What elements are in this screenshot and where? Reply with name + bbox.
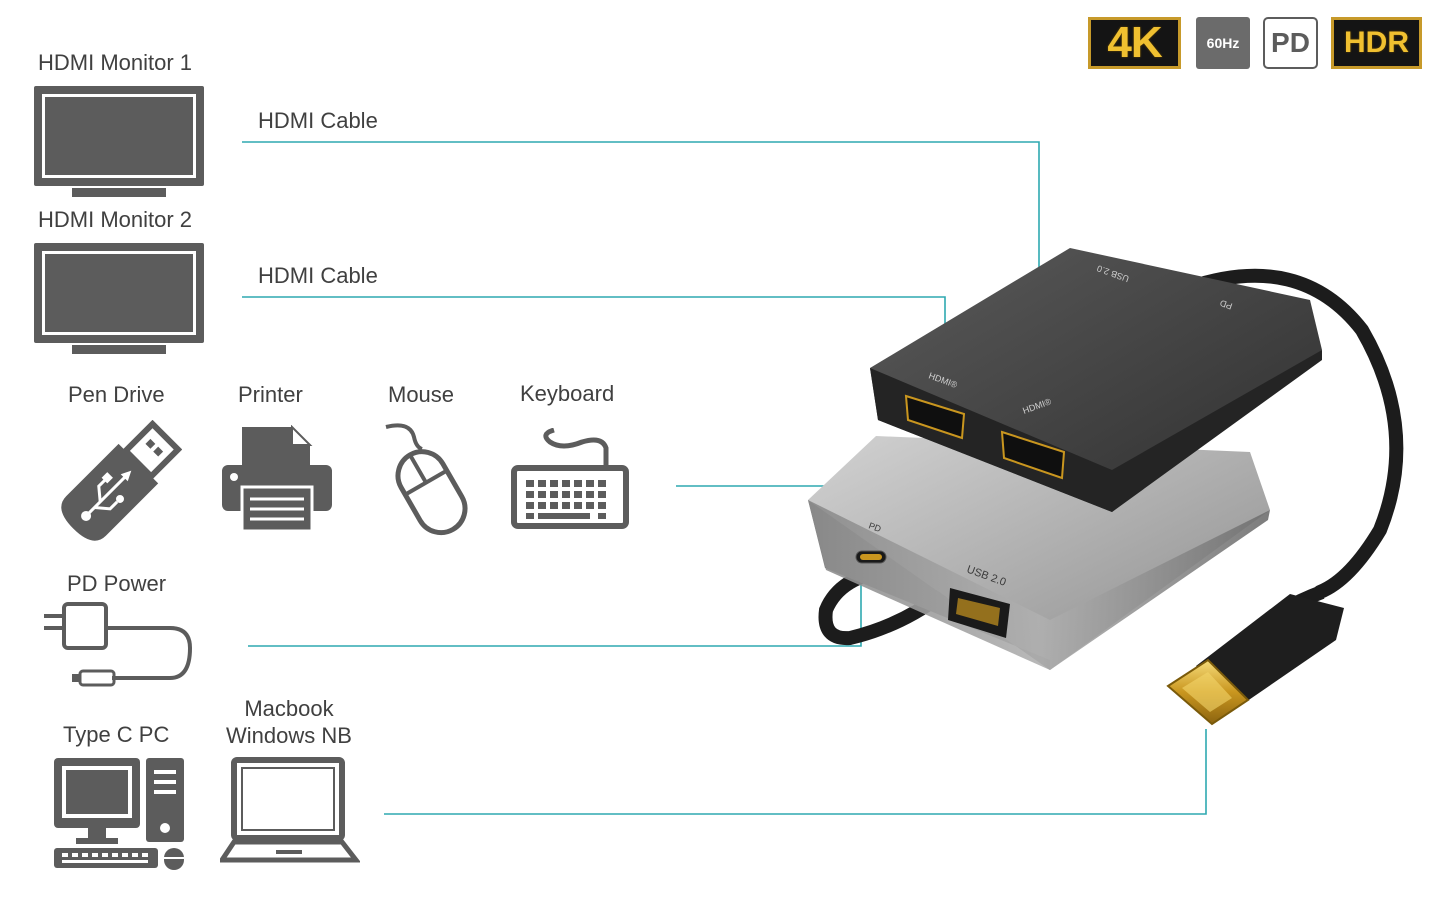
label-pd-power: PD Power — [67, 571, 167, 596]
label-hdmi-cable-2: HDMI Cable — [258, 263, 378, 288]
label-hdmi-monitor-2: HDMI Monitor 2 — [38, 207, 193, 232]
label-keyboard: Keyboard — [520, 381, 615, 406]
keyboard-icon — [511, 428, 629, 529]
connector-hdmi-2 — [242, 296, 946, 367]
connector-usb — [676, 485, 979, 612]
badge-60hz: 60Hz — [1196, 17, 1250, 69]
monitor-icon — [34, 243, 204, 354]
label-macbook: Macbook — [244, 696, 334, 721]
label-hdmi-monitor-1: HDMI Monitor 1 — [38, 50, 193, 75]
badge-4k: 4K — [1088, 17, 1181, 69]
label-mouse: Mouse — [388, 382, 455, 407]
connector-hdmi-1 — [242, 141, 1040, 393]
label-type-c-pc: Type C PC — [63, 722, 170, 747]
laptop-icon — [220, 757, 360, 863]
label-printer: Printer — [238, 382, 303, 407]
mouse-icon — [385, 423, 468, 536]
monitor-icon — [34, 86, 204, 197]
badge-hdr: HDR — [1331, 17, 1422, 69]
desktop-pc-icon — [54, 758, 184, 870]
connector-pd — [248, 575, 862, 647]
printer-icon — [222, 425, 332, 533]
label-hdmi-cable-1: HDMI Cable — [258, 108, 378, 133]
usb-drive-icon — [61, 420, 182, 541]
power-adapter-icon — [44, 602, 193, 687]
label-windows-nb: Windows NB — [226, 723, 352, 748]
label-pen-drive: Pen Drive — [68, 382, 165, 407]
badge-pd: PD — [1263, 17, 1318, 69]
connector-type-c — [384, 729, 1207, 815]
